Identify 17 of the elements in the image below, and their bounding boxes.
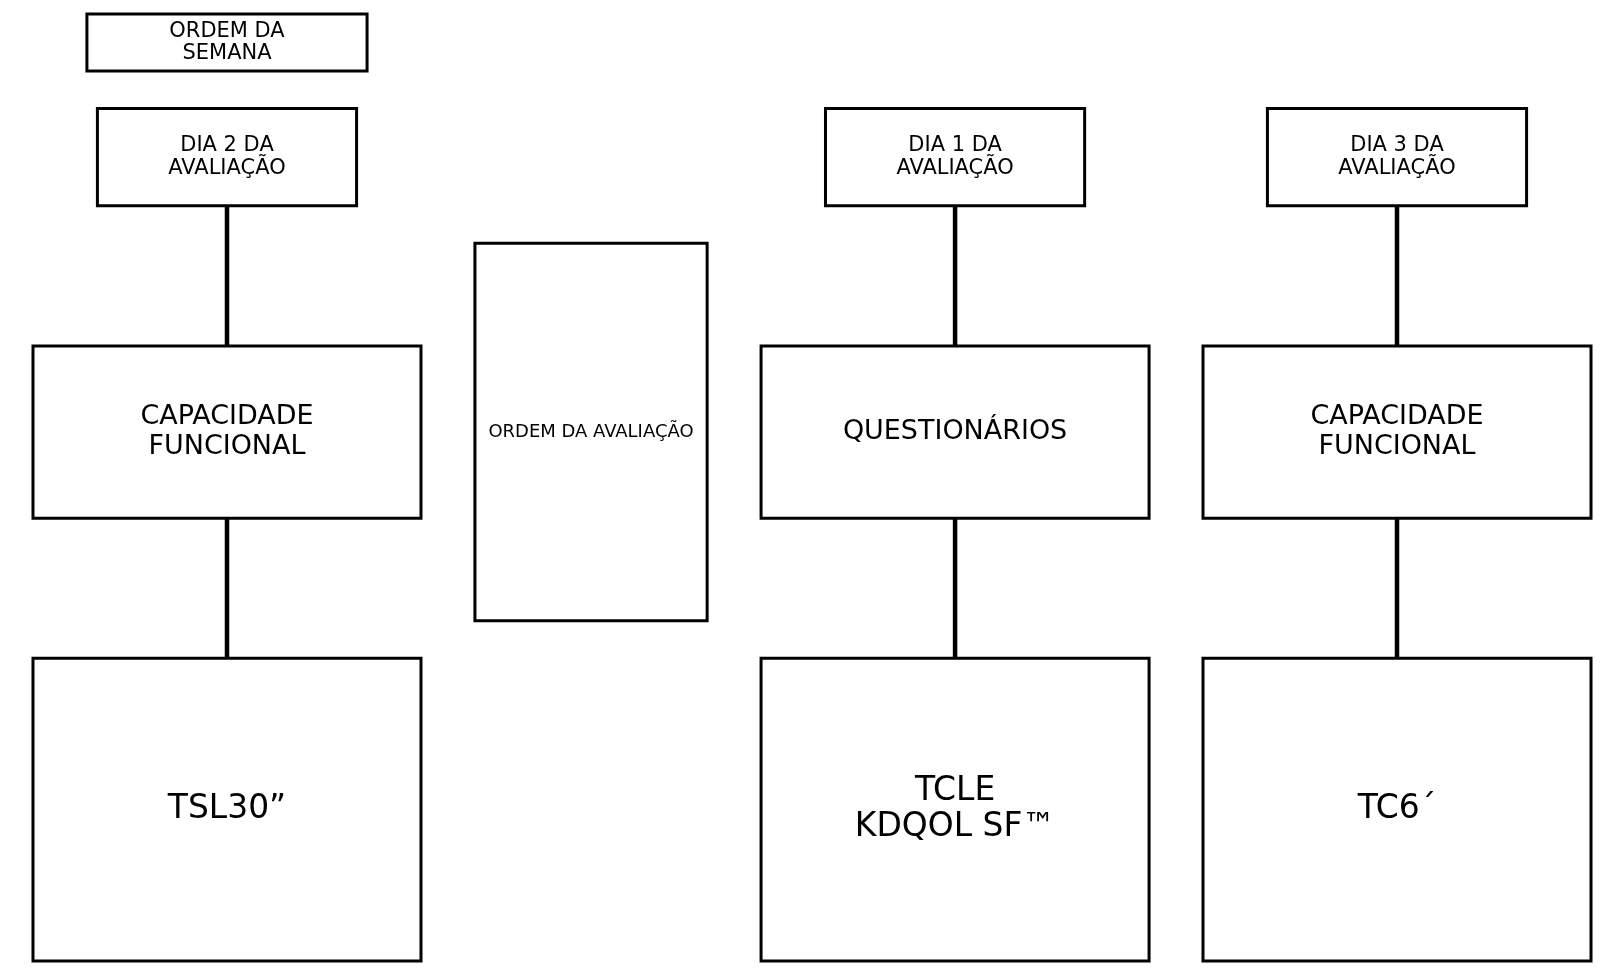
- node-box: ORDEM DA SEMANA: [84, 12, 369, 73]
- node-box: TSL30”: [31, 656, 422, 963]
- node-box: CAPACIDADE FUNCIONAL: [1201, 344, 1592, 520]
- node-box: DIA 3 DA AVALIAÇÃO: [1265, 107, 1528, 208]
- connector: [952, 206, 957, 346]
- node-box: TCLE KDQOL SF™: [759, 656, 1151, 963]
- connector: [224, 206, 229, 346]
- node-box: TC6´: [1201, 656, 1592, 963]
- connector: [1394, 518, 1399, 658]
- node-box: DIA 2 DA AVALIAÇÃO: [95, 107, 358, 208]
- node-box: CAPACIDADE FUNCIONAL: [31, 344, 422, 520]
- node-box: DIA 1 DA AVALIAÇÃO: [823, 107, 1086, 208]
- connector: [224, 518, 229, 658]
- connector: [1394, 206, 1399, 346]
- node-box: QUESTIONÁRIOS: [759, 344, 1151, 520]
- connector: [952, 518, 957, 658]
- node-box: ORDEM DA AVALIAÇÃO: [472, 241, 709, 623]
